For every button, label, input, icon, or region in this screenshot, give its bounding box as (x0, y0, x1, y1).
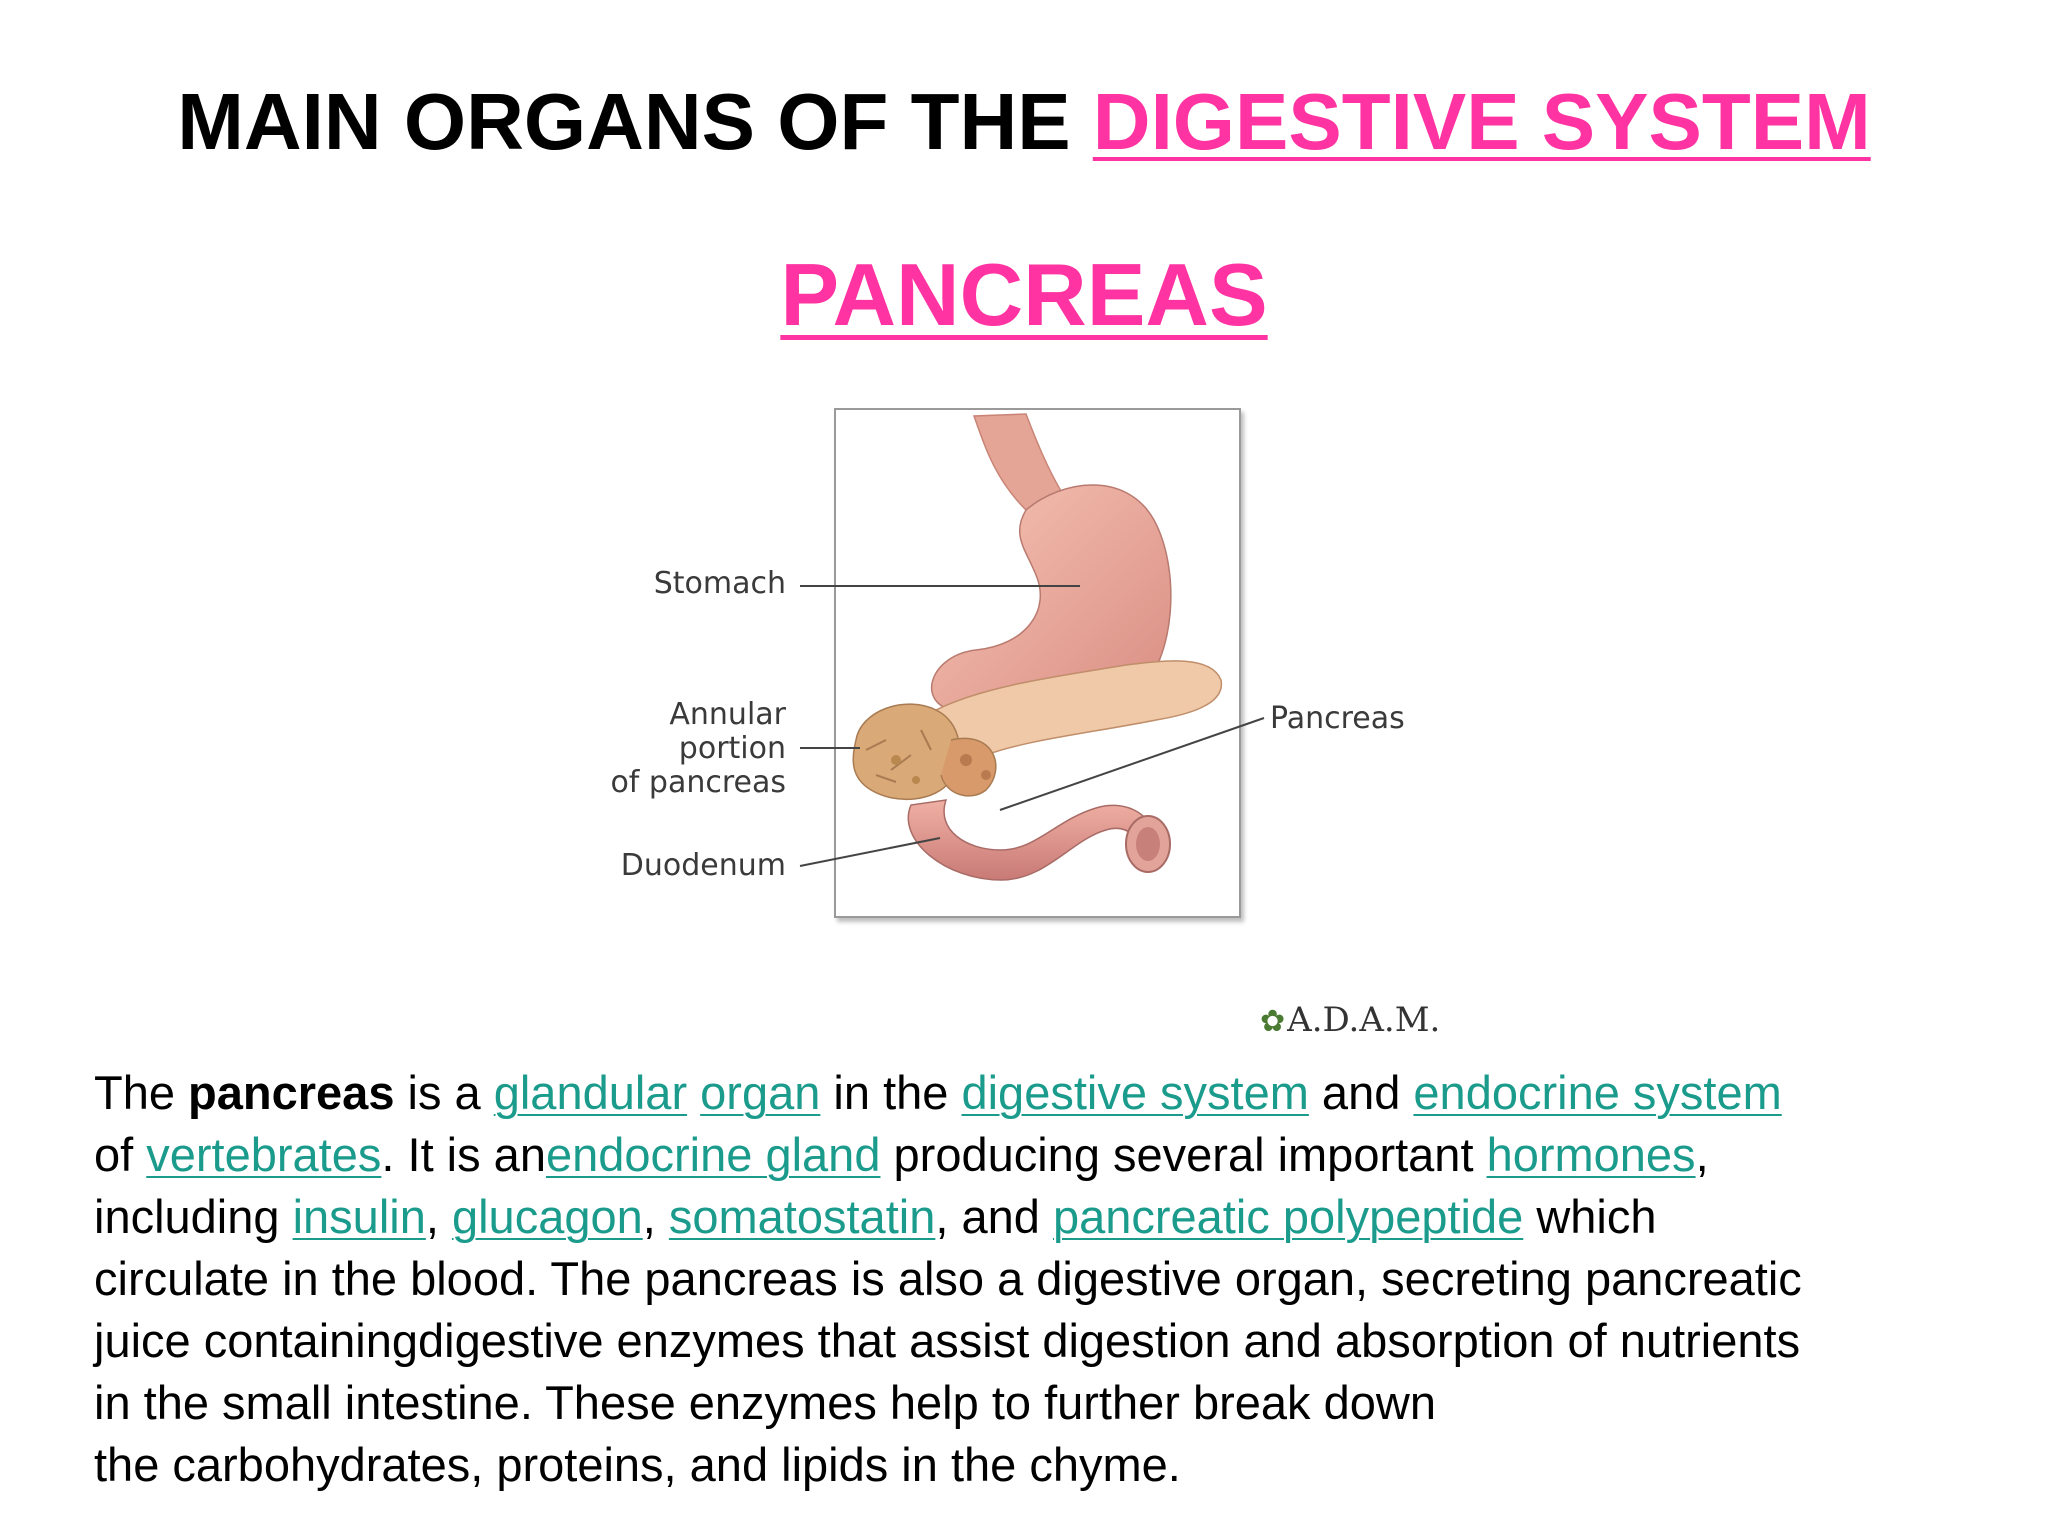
pancreas-bold: pancreas (188, 1066, 395, 1119)
stomach-label: Stomach (653, 566, 786, 601)
duodenum-label: Duodenum (620, 848, 786, 883)
link-glandular[interactable]: glandular (493, 1066, 688, 1119)
paragraph-line-6: in the small intestine. These enzymes he… (94, 1376, 1436, 1429)
section-heading-pancreas: PANCREAS (780, 245, 1268, 344)
pancreas-description: The pancreas is a glandular organ in the… (94, 1062, 1994, 1496)
adam-credit: ✿A.D.A.M. (1260, 1000, 1441, 1040)
paragraph-line-4: circulate in the blood. The pancreas is … (94, 1252, 1802, 1305)
duodenum-shape (907, 799, 1157, 881)
link-glucagon[interactable]: glucagon (451, 1190, 643, 1243)
paragraph-line-3: including insulin, glucagon, somatostati… (94, 1190, 1657, 1243)
paragraph-line-7: the carbohydrates, proteins, and lipids … (94, 1438, 1181, 1491)
pancreas-label: Pancreas (1270, 701, 1405, 736)
link-organ[interactable]: organ (700, 1066, 821, 1119)
esophagus-shape (972, 413, 1066, 511)
pancreas-shape (934, 660, 1222, 758)
paragraph-line-5: juice containingdigestive enzymes that a… (94, 1314, 1801, 1367)
duodenum-opening (1125, 815, 1171, 873)
link-somatostatin[interactable]: somatostatin (668, 1190, 936, 1243)
paragraph-line-2: of vertebrates. It is anendocrine gland … (94, 1128, 1709, 1181)
adam-logo-icon: ✿ (1260, 1004, 1286, 1039)
annular-label-line1: Annular (669, 697, 786, 732)
title-prefix: MAIN ORGANS OF THE (177, 77, 1093, 166)
link-hormones[interactable]: hormones (1486, 1128, 1696, 1181)
link-pancreatic-polypeptide[interactable]: pancreatic polypeptide (1052, 1190, 1524, 1243)
digestive-system-link[interactable]: DIGESTIVE SYSTEM (1092, 77, 1871, 166)
annular-pancreas-shape (852, 703, 961, 801)
link-endocrine-system[interactable]: endocrine system (1413, 1066, 1782, 1119)
link-endocrine-gland[interactable]: endocrine gland (545, 1128, 881, 1181)
stomach-shape (931, 484, 1172, 725)
annular-label-line2: portion (678, 731, 786, 766)
link-digestive-system[interactable]: digestive system (961, 1066, 1309, 1119)
annular-label-line3: of pancreas (610, 765, 786, 800)
page-title: MAIN ORGANS OF THE DIGESTIVE SYSTEM (0, 72, 2048, 172)
link-insulin[interactable]: insulin (292, 1190, 426, 1243)
paragraph-line-1: The pancreas is a glandular organ in the… (94, 1066, 1782, 1119)
anatomy-drawing (852, 413, 1222, 881)
illustration-frame (834, 408, 1241, 918)
link-vertebrates[interactable]: vertebrates (146, 1128, 382, 1181)
